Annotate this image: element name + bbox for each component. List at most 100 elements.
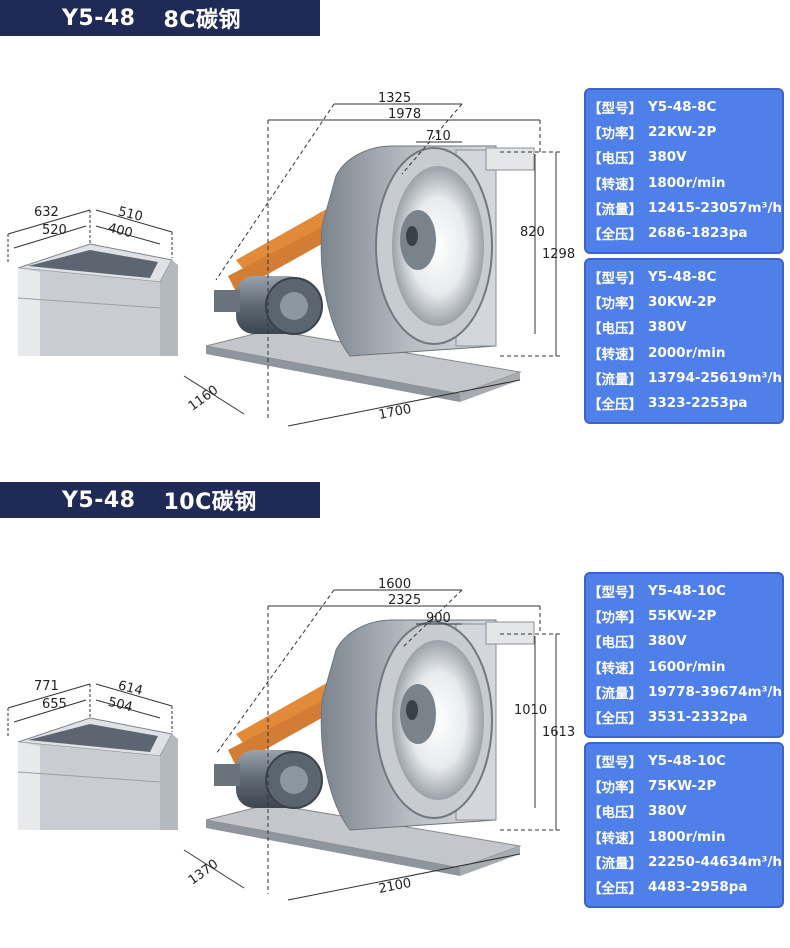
spec-row-power: 【功率】 30KW-2P <box>588 289 782 314</box>
outlet-flange-drawing <box>17 243 178 356</box>
spec-value: 22250-44634m³/h <box>647 853 782 870</box>
spec-row-power: 【功率】 55KW-2P <box>588 603 782 628</box>
spec-value: 4483-2958pa <box>648 879 748 896</box>
spec-key: 【转速】 <box>588 176 642 193</box>
spec-row-power: 【功率】 22KW-2P <box>588 119 782 144</box>
spec-value: Y5-48-10C <box>648 582 726 599</box>
spec-value: Y5-48-8C <box>648 268 717 285</box>
spec-row-pressure: 【全压】3531-2332pa <box>588 704 782 729</box>
spec-key: 【转速】 <box>588 346 642 363</box>
spec-value: Y5-48-8C <box>648 98 717 115</box>
spec-value: 30KW-2P <box>648 293 717 310</box>
outlet-dimension-lines <box>7 683 173 736</box>
spec-value: 75KW-2P <box>648 777 717 794</box>
spec-card: 【型号】Y5-48-8C 【功率】 30KW-2P 【电压】 380V 【转速】 20… <box>584 258 784 424</box>
spec-key: 【流量】 <box>588 685 642 702</box>
spec-value: Y5-48-10C <box>648 752 726 769</box>
fan-dim-900: 900 <box>426 611 451 626</box>
fan-dim-1160: 1160 <box>186 383 222 415</box>
outlet-dim-top-outer: 771 <box>34 679 59 694</box>
spec-row-pressure: 【全压】 2686-1823pa <box>588 220 782 245</box>
spec-key: 【流量】 <box>588 201 642 218</box>
spec-card: 【型号】 Y5-48-10C 【功率】 55KW-2P 【电压】 380V 【转速】 1… <box>584 572 784 738</box>
centrifugal-fan-drawing <box>205 145 535 402</box>
fan-dim-1613: 1613 <box>542 725 575 740</box>
fan-dim-1600: 1600 <box>378 577 411 592</box>
section-title-model: Y5-48 <box>62 5 136 31</box>
spec-row-flow: 【流量】 22250-44634m³/h <box>588 849 782 874</box>
spec-row-model: 【型号】Y5-48-8C <box>588 264 782 289</box>
spec-value: 1600r/min <box>648 658 726 675</box>
spec-value: 3531-2332pa <box>648 709 748 726</box>
spec-row-model: 【型号】 Y5-48-8C <box>588 94 782 119</box>
spec-row-speed: 【转速】 2000r/min <box>588 340 782 365</box>
fan-dim-2325: 2325 <box>388 593 421 608</box>
spec-row-speed: 【转速】 1800r/min <box>588 824 782 849</box>
spec-row-flow: 【流量】 13794-25619m³/h <box>588 365 782 390</box>
product-section-8c: Y5-48 8C碳钢 <box>0 0 784 427</box>
section-title-model: Y5-48 <box>62 487 136 513</box>
spec-value: 13794-25619m³/h <box>647 369 782 386</box>
fan-dimension-drawing: 632 520 510 400 <box>7 91 575 427</box>
spec-key: 【转速】 <box>588 830 642 847</box>
spec-key: 【型号】 <box>588 754 642 771</box>
spec-value: 1800r/min <box>648 828 726 845</box>
section-title-bar: Y5-48 8C碳钢 <box>0 0 320 36</box>
fan-dim-1010: 1010 <box>514 703 547 718</box>
spec-value: 2686-1823pa <box>648 225 748 242</box>
spec-value: 380V <box>648 803 687 820</box>
spec-row-voltage: 【电压】 380V <box>588 799 782 824</box>
spec-row-pressure: 【全压】 3323-2253pa <box>588 390 782 415</box>
spec-key: 【电压】 <box>588 321 642 338</box>
spec-key: 【电压】 <box>588 805 642 822</box>
outlet-dim-top-outer: 632 <box>34 205 59 220</box>
spec-key: 【功率】 <box>588 125 642 142</box>
outlet-dim-top-inner: 655 <box>42 697 67 712</box>
spec-row-power: 【功率】 75KW-2P <box>588 773 782 798</box>
spec-row-voltage: 【电压】380V <box>588 145 782 170</box>
outlet-flange-drawing <box>17 717 178 830</box>
spec-row-model: 【型号】 Y5-48-10C <box>588 748 782 773</box>
section-title-size: 8C碳钢 <box>163 8 241 33</box>
spec-row-pressure: 【全压】4483-2958pa <box>588 874 782 899</box>
spec-key: 【全压】 <box>588 397 642 414</box>
spec-key: 【电压】 <box>588 635 642 652</box>
spec-value: 55KW-2P <box>648 607 717 624</box>
spec-key: 【型号】 <box>588 584 642 601</box>
spec-value: 380V <box>648 319 687 336</box>
fan-dimension-lines <box>183 103 560 427</box>
section-title-bar: Y5-48 10C碳钢 <box>0 482 320 518</box>
fan-dim-2100: 2100 <box>377 876 412 897</box>
fan-dim-820: 820 <box>520 225 545 240</box>
spec-key: 【型号】 <box>588 100 642 117</box>
spec-key: 【功率】 <box>588 609 642 626</box>
spec-row-model: 【型号】 Y5-48-10C <box>588 578 782 603</box>
section-title-size: 10C碳钢 <box>163 490 257 515</box>
spec-key: 【功率】 <box>588 295 642 312</box>
spec-row-flow: 【流量】12415-23057m³/h <box>588 195 782 220</box>
spec-value: 3323-2253pa <box>648 395 748 412</box>
spec-key: 【流量】 <box>588 855 642 872</box>
fan-dimension-drawing: 771 655 614 504 <box>7 577 575 901</box>
spec-card: 【型号】 Y5-48-10C 【功率】 75KW-2P 【电压】 380V 【转速】 1… <box>584 742 784 908</box>
spec-value: 19778-39674m³/h <box>647 683 782 700</box>
spec-value: 22KW-2P <box>648 123 717 140</box>
spec-key: 【流量】 <box>588 371 642 388</box>
spec-row-speed: 【转速】1800r/min <box>588 170 782 195</box>
outlet-dim-side-inner: 400 <box>106 221 134 242</box>
centrifugal-fan-drawing <box>205 619 535 876</box>
spec-row-flow: 【流量】 19778-39674m³/h <box>588 679 782 704</box>
outlet-dim-top-inner: 520 <box>42 223 67 238</box>
fan-dim-1298: 1298 <box>542 247 575 262</box>
spec-value: 2000r/min <box>648 344 726 361</box>
fan-dim-1370: 1370 <box>186 857 222 889</box>
outlet-dim-side-outer: 614 <box>116 678 144 699</box>
spec-row-voltage: 【电压】 380V <box>588 629 782 654</box>
spec-key: 【电压】 <box>588 151 642 168</box>
spec-key: 【功率】 <box>588 779 642 796</box>
spec-key: 【全压】 <box>588 227 642 244</box>
spec-value: 380V <box>648 633 687 650</box>
product-section-10c: Y5-48 10C碳钢 <box>0 474 790 948</box>
spec-key: 【转速】 <box>588 660 642 677</box>
spec-row-speed: 【转速】 1600r/min <box>588 654 782 679</box>
